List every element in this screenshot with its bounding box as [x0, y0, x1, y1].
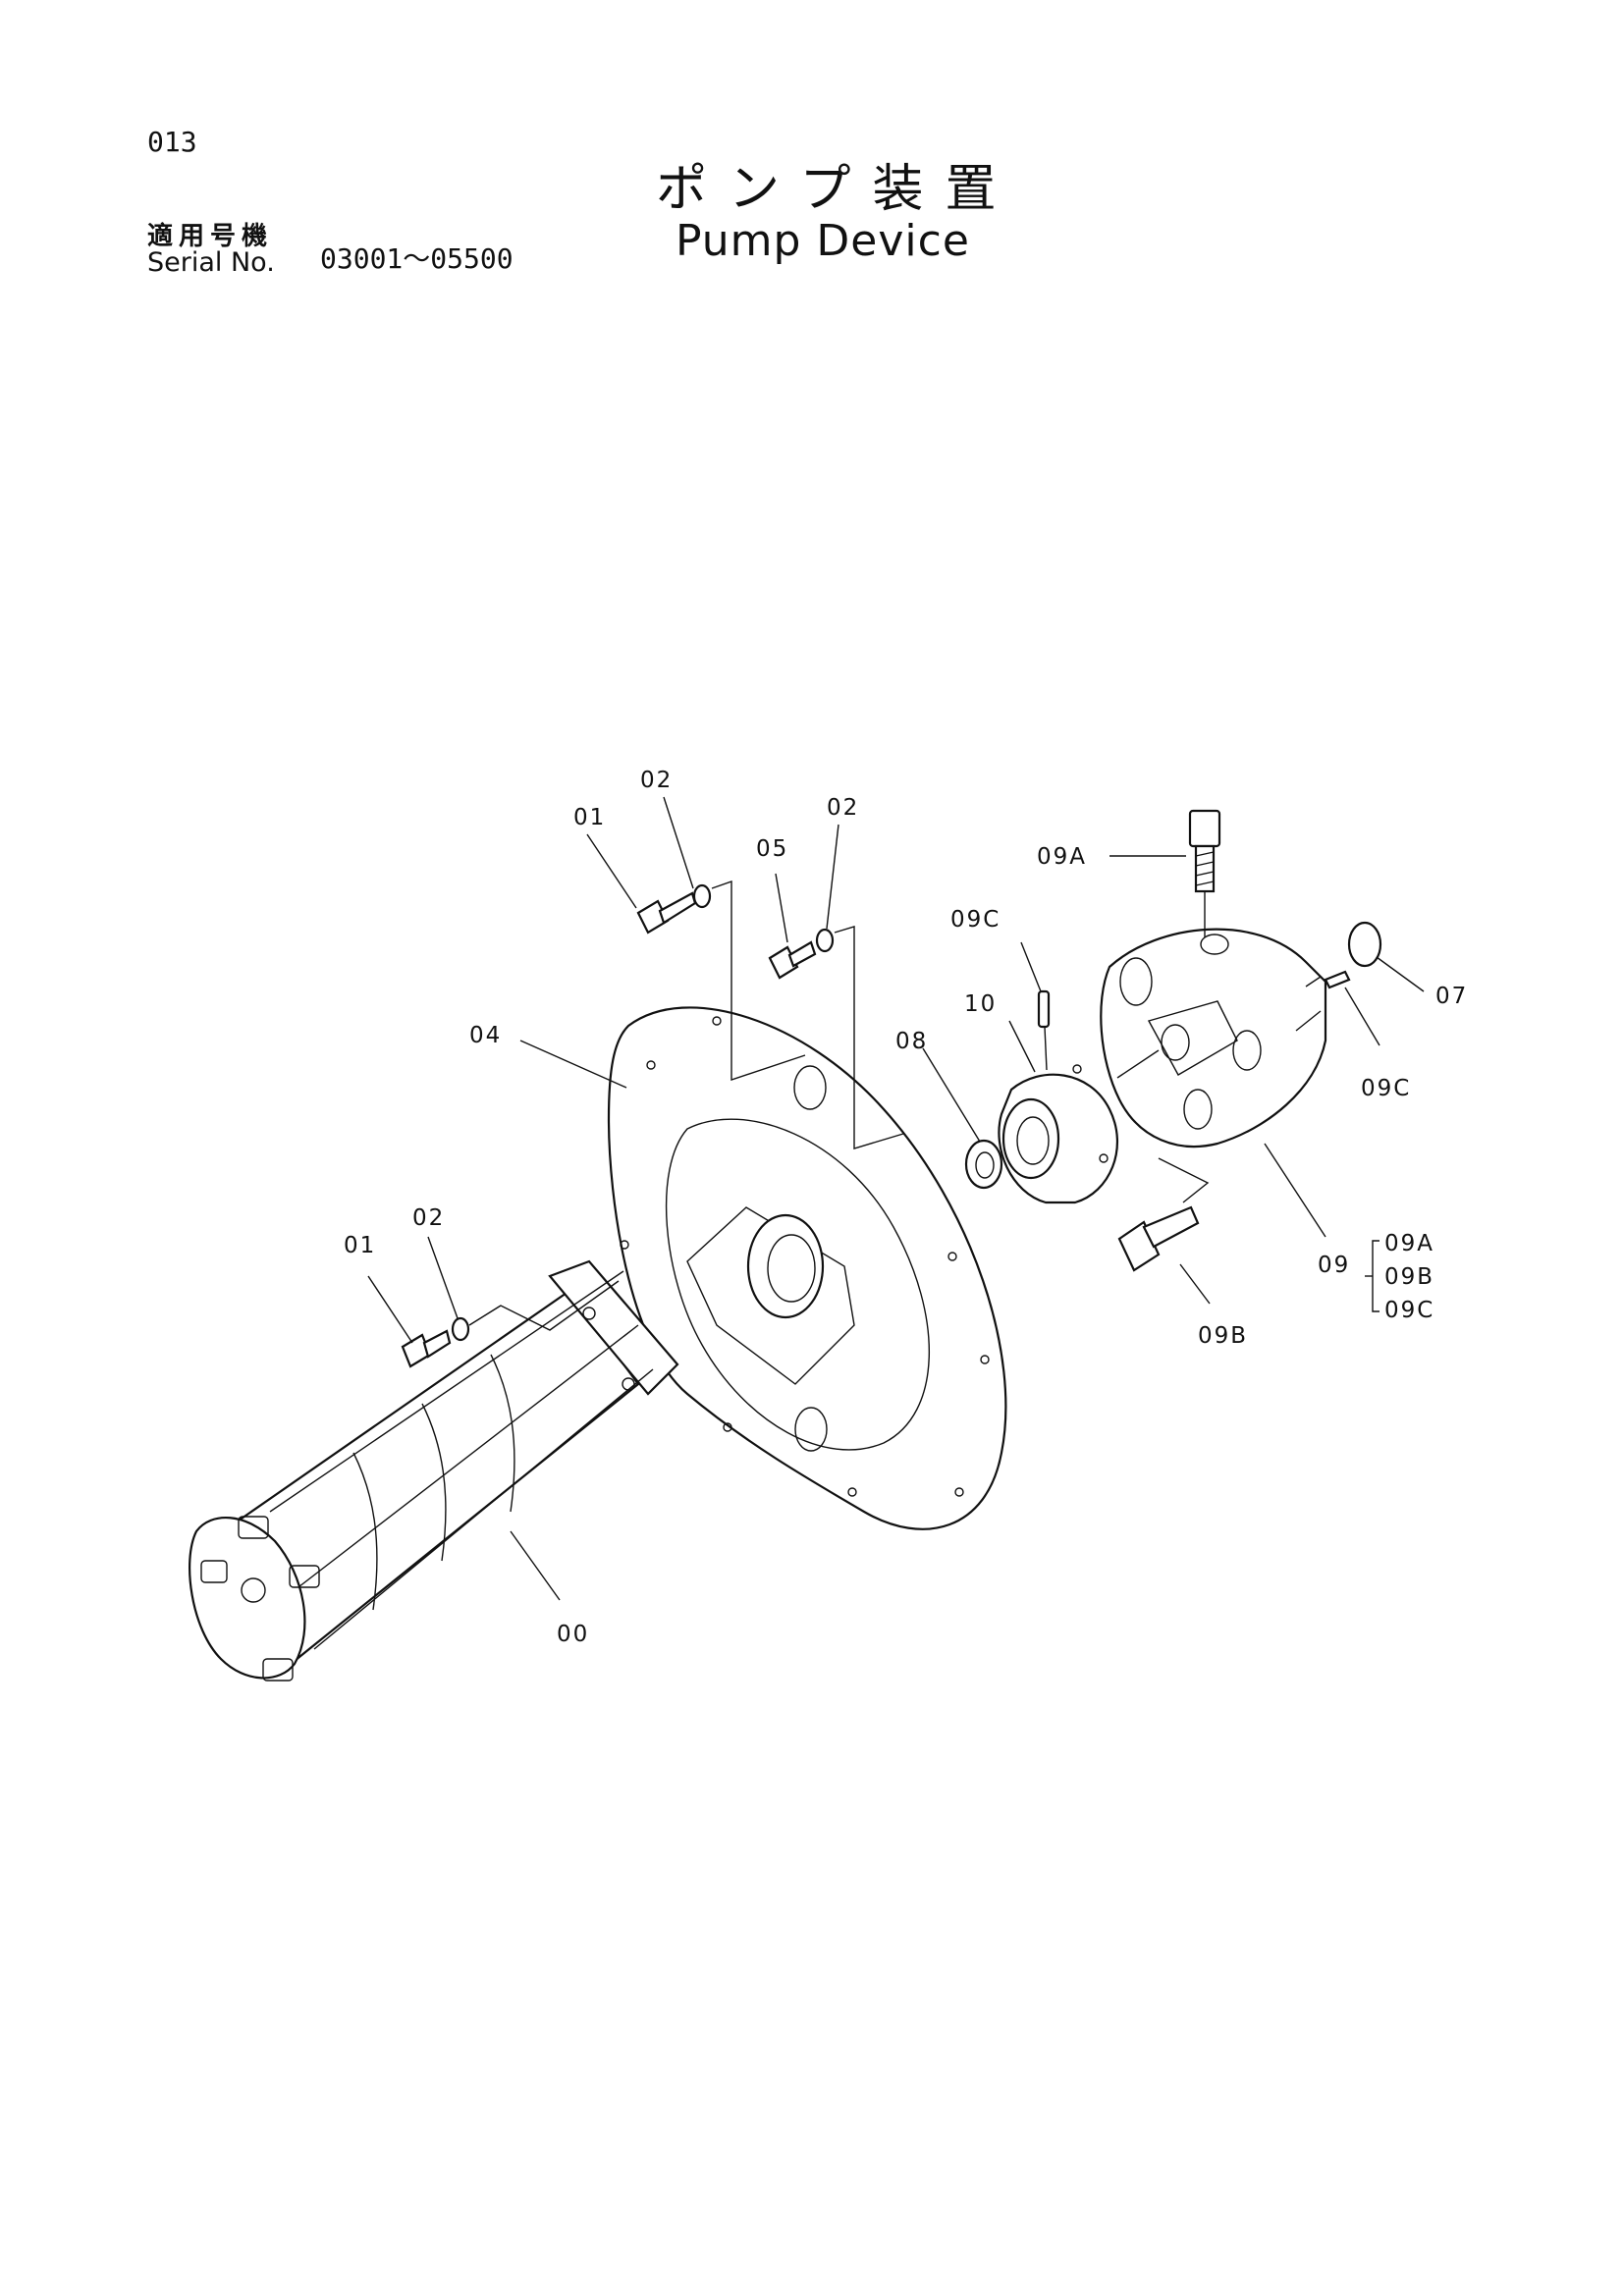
callout-00: 00 — [557, 1622, 589, 1647]
callout-10: 10 — [964, 991, 997, 1017]
legend-09a: 09A — [1384, 1231, 1434, 1256]
spring-pin-right — [1324, 970, 1351, 989]
flexible-coupling — [1100, 928, 1327, 1148]
callout-04: 04 — [469, 1023, 502, 1048]
callout-02-top: 02 — [640, 768, 673, 793]
page-title-japanese: ポンプ装置 — [656, 160, 1018, 219]
legend-09c: 09C — [1384, 1298, 1434, 1323]
washer-02-left — [451, 1316, 470, 1342]
washer-02-mid — [815, 928, 835, 953]
callout-09b: 09B — [1198, 1323, 1248, 1349]
bolt-01-top — [636, 891, 697, 934]
spring-pin-top — [1037, 989, 1051, 1029]
callout-09c-top: 09C — [950, 907, 1001, 933]
legend-09b: 09B — [1384, 1264, 1434, 1290]
coupling-hub — [998, 1064, 1118, 1204]
callout-09: 09 — [1318, 1253, 1350, 1278]
callout-09c-right: 09C — [1361, 1076, 1411, 1101]
callout-01-top: 01 — [573, 805, 606, 830]
serial-range: 03001～05500 — [320, 242, 514, 275]
bolt-01-left — [401, 1329, 452, 1368]
page-title-english: Pump Device — [676, 216, 970, 266]
callout-02-left: 02 — [412, 1205, 445, 1231]
callout-02-mid: 02 — [827, 795, 859, 821]
hydraulic-gear-pump — [189, 1259, 679, 1682]
socket-bolt-09a — [1188, 809, 1221, 893]
serial-label-japanese: 適用号機 — [147, 222, 274, 251]
serial-label-english: Serial No. — [147, 247, 275, 278]
socket-bolt-09b — [1117, 1205, 1200, 1272]
washer-07 — [1347, 921, 1382, 968]
callout-08: 08 — [895, 1029, 928, 1054]
washer-02-top — [692, 883, 712, 909]
flywheel-housing-plate — [607, 1006, 1007, 1530]
callout-07: 07 — [1435, 984, 1468, 1009]
page-number: 013 — [147, 126, 197, 158]
bolt-05 — [768, 940, 817, 980]
callout-01-left: 01 — [344, 1233, 376, 1258]
callout-05: 05 — [756, 836, 788, 862]
snap-ring — [964, 1139, 1003, 1190]
callout-09a: 09A — [1037, 844, 1087, 870]
leader-lines — [367, 796, 1425, 1601]
